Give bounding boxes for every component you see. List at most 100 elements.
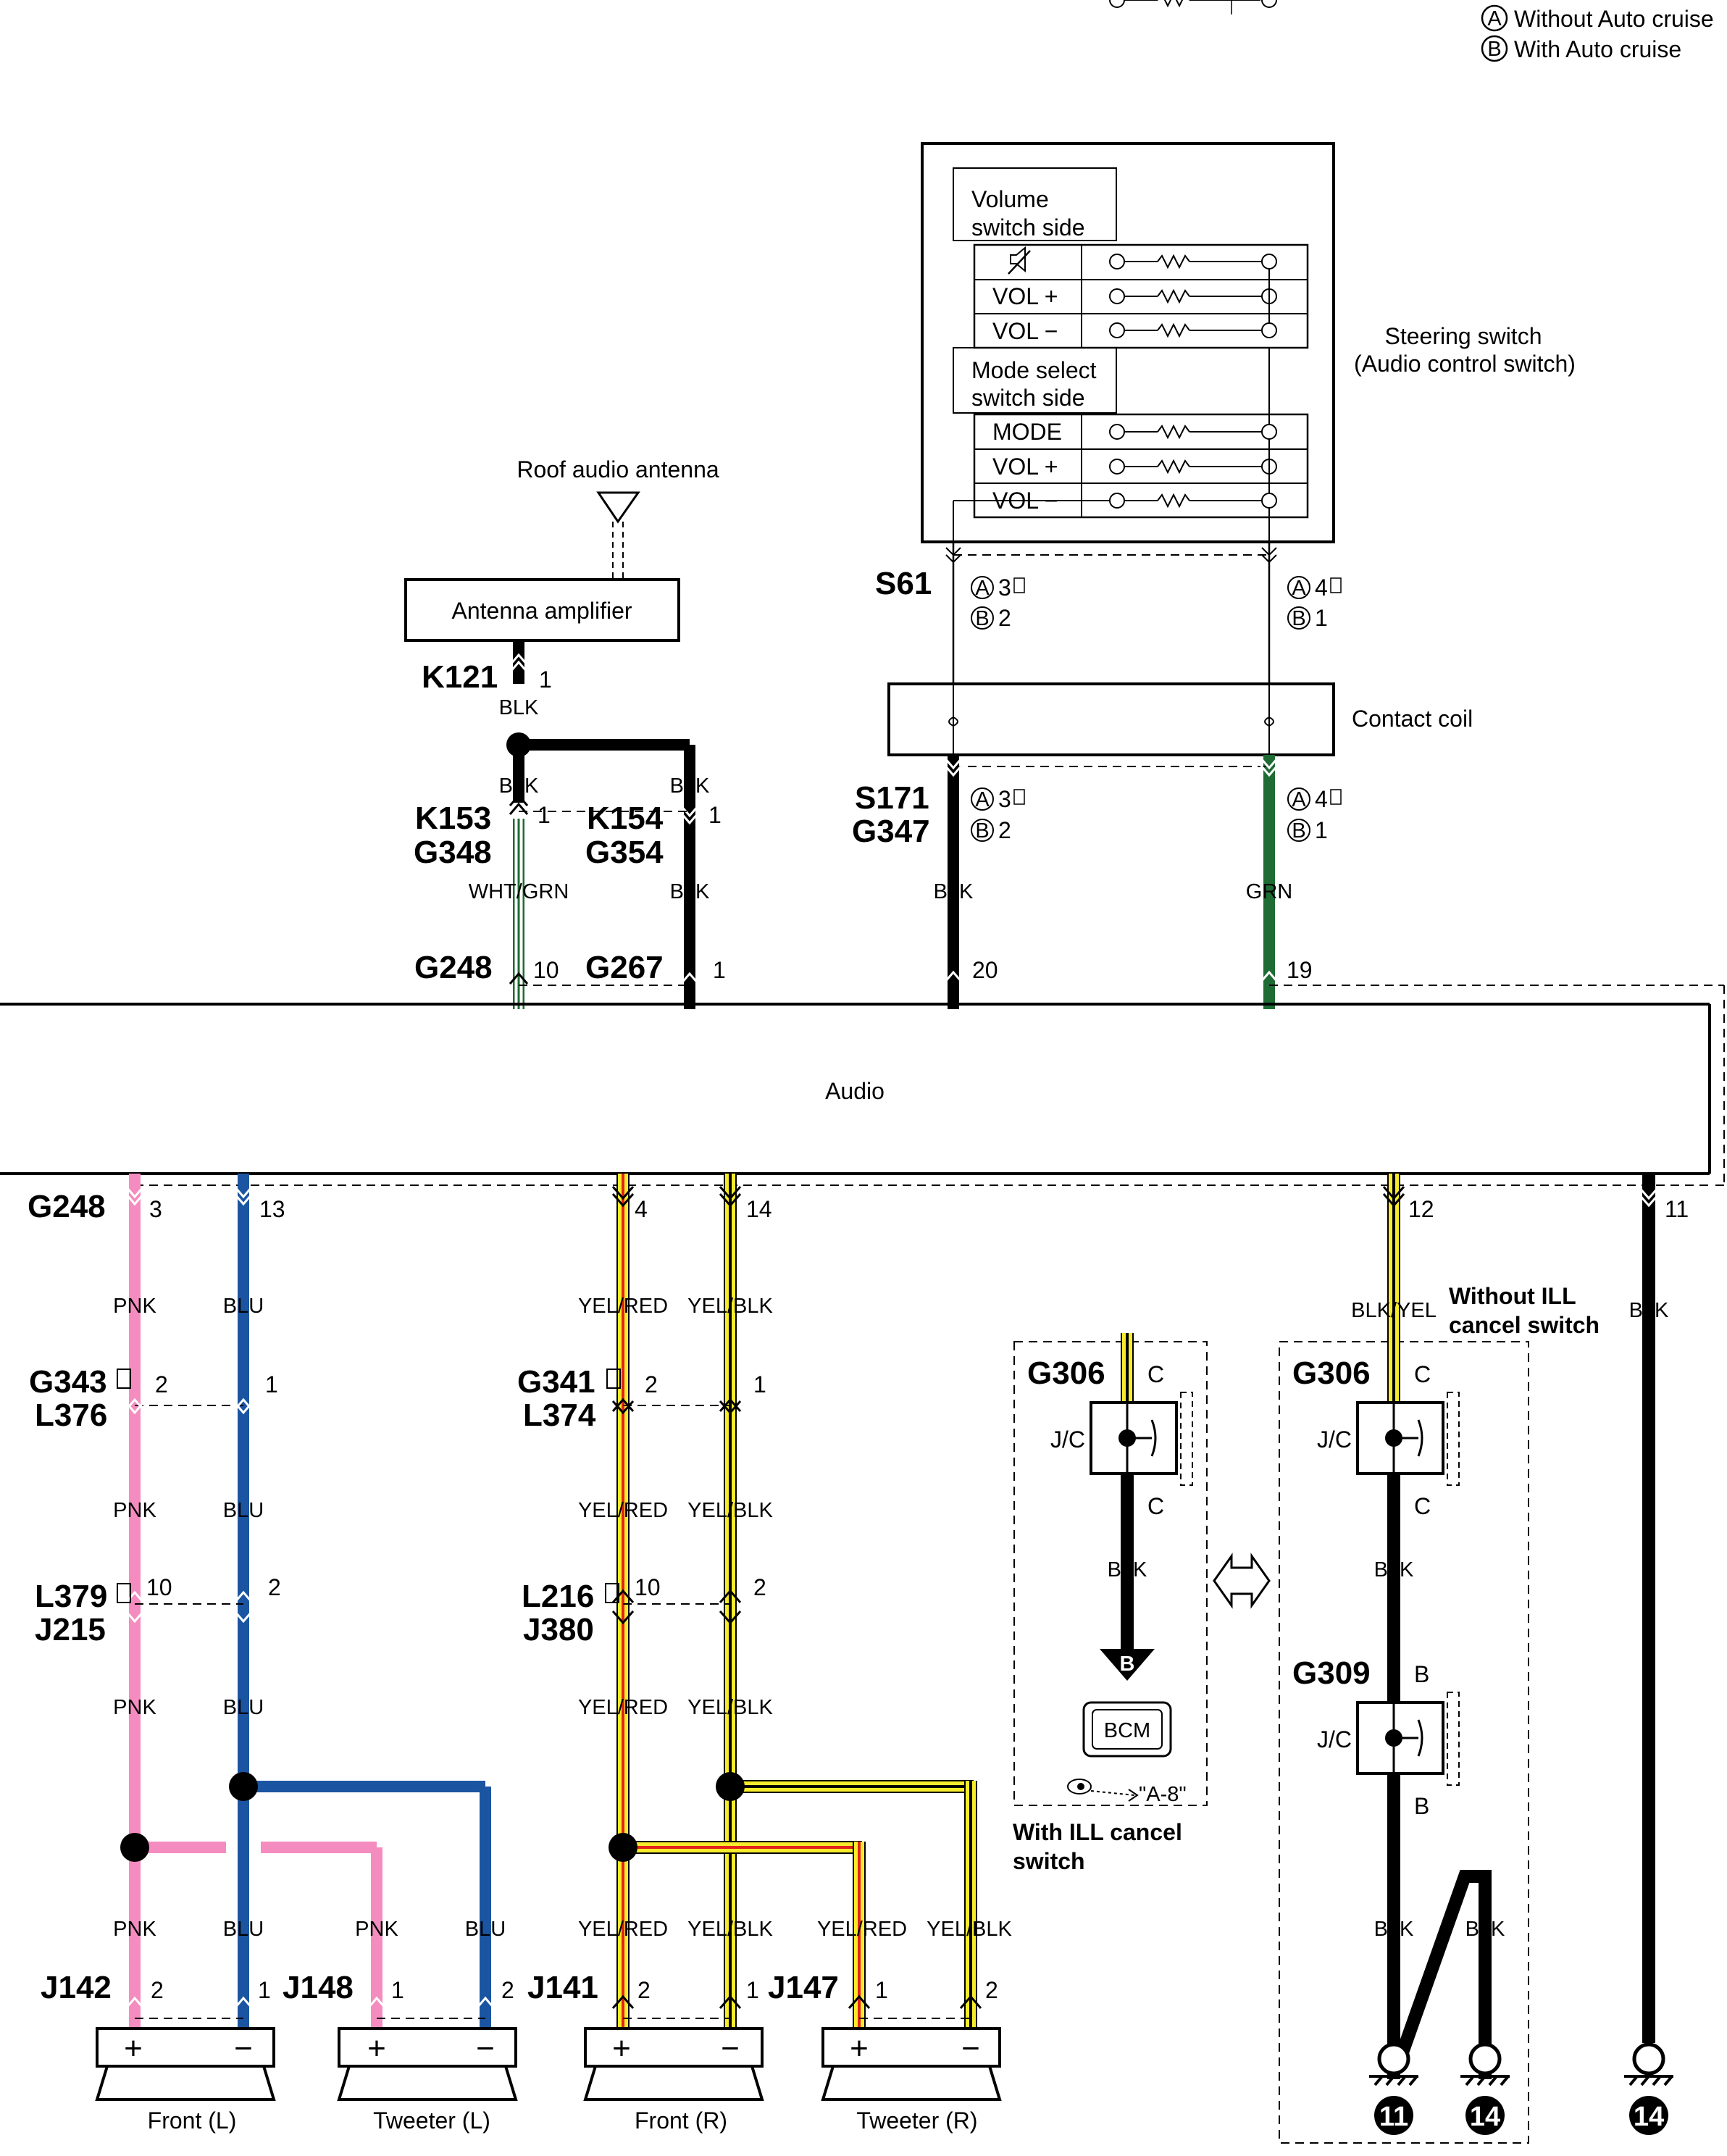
svg-text:B: B [1292, 607, 1305, 630]
wire-label-blk-k153: BLK [499, 774, 539, 798]
svg-text:12: 12 [1408, 1196, 1434, 1222]
steering-leads [945, 543, 1277, 684]
svg-text:14: 14 [746, 1196, 772, 1222]
svg-text:3: 3 [998, 786, 1011, 812]
svg-text:11: 11 [1665, 1196, 1689, 1222]
svg-text:YEL/RED: YEL/RED [578, 1295, 668, 1318]
svg-text:YEL/RED: YEL/RED [817, 1918, 907, 1941]
svg-text:2: 2 [501, 1977, 514, 2003]
svg-text:B: B [975, 607, 989, 630]
svg-text:A: A [1292, 577, 1306, 600]
svg-text:YEL/BLK: YEL/BLK [927, 1918, 1012, 1941]
left-labels: G248 3 13 PNK BLU G343 L376 2 1 PNK BLU … [28, 1189, 514, 2005]
s61-pins: A 3 B 2 A 4 B 1 [971, 574, 1342, 631]
ground-14-icon [1465, 2096, 1505, 2135]
legend-a-symbol: A [1487, 7, 1502, 30]
wire-label-blk-k121: BLK [499, 696, 539, 719]
speaker-front-r: + − Front (R) [583, 2027, 764, 2134]
svg-text:1: 1 [265, 1371, 278, 1397]
svg-text:BLU: BLU [223, 1918, 264, 1941]
pin-19: 19 [1287, 957, 1313, 983]
svg-text:PNK: PNK [113, 1295, 156, 1318]
with-ill-label-2: switch [1013, 1848, 1085, 1874]
svg-text:C: C [1414, 1493, 1431, 1519]
connector-g347: G347 [852, 814, 930, 849]
wire-label-blk-g354: BLK [670, 880, 710, 903]
svg-text:1: 1 [746, 1977, 759, 2003]
bcm-box [1082, 1701, 1172, 1758]
svg-text:YEL/BLK: YEL/BLK [687, 1499, 773, 1522]
mute-icon [1008, 246, 1031, 275]
svg-text:BLK: BLK [1374, 1558, 1414, 1582]
connector-j147: J147 [768, 1970, 839, 2005]
svg-text:BLK: BLK [1465, 1918, 1505, 1941]
svg-text:YEL/BLK: YEL/BLK [687, 1918, 773, 1941]
svg-text:B: B [975, 819, 989, 843]
wire-label-wht-grn: WHT/GRN [469, 880, 569, 903]
contact-coil: Contact coil [887, 682, 1473, 756]
speaker-front-l: + − Front (L) [95, 2027, 276, 2134]
connector-g267: G267 [585, 950, 664, 985]
svg-text:PNK: PNK [113, 1696, 156, 1719]
vol-plus-label-1: VOL + [992, 283, 1058, 309]
audio-unit: Audio [0, 1003, 1711, 1175]
svg-text:YEL/RED: YEL/RED [578, 1696, 668, 1719]
ground-14-label-b: 14 [1634, 2102, 1664, 2132]
antenna-title: Roof audio antenna [517, 456, 719, 482]
svg-text:2: 2 [998, 605, 1011, 631]
connector-g248-top: G248 [414, 950, 493, 985]
contact-coil-label: Contact coil [1352, 706, 1473, 732]
svg-text:YEL/BLK: YEL/BLK [687, 1696, 773, 1719]
svg-text:+: + [612, 2031, 631, 2066]
svg-text:1: 1 [1315, 605, 1328, 631]
svg-text:1: 1 [391, 1977, 404, 2003]
svg-text:BLK/YEL: BLK/YEL [1351, 1299, 1437, 1322]
svg-text:BLK: BLK [1108, 1558, 1147, 1582]
svg-text:BLK: BLK [1374, 1918, 1414, 1941]
right-labels: 4 14 YEL/RED YEL/BLK G341 L374 2 1 YEL/R… [517, 1196, 1012, 2005]
svg-text:J/C: J/C [1317, 1726, 1352, 1752]
ground-14b-icon [1629, 2096, 1668, 2135]
antenna-amplifier-label: Antenna amplifier [451, 598, 632, 624]
svg-text:4: 4 [1315, 786, 1328, 812]
k121-pin: 1 [539, 667, 552, 693]
svg-text:YEL/RED: YEL/RED [578, 1499, 668, 1522]
steering-title-1: Steering switch [1385, 323, 1542, 349]
connector-s61: S61 [875, 566, 932, 601]
svg-text:−: − [476, 2031, 495, 2066]
svg-text:1: 1 [1315, 817, 1328, 843]
svg-text:3: 3 [998, 574, 1011, 601]
mode-side-label-2: switch side [971, 385, 1085, 411]
svg-text:J/C: J/C [1317, 1426, 1352, 1453]
connector-l376: L376 [35, 1397, 107, 1433]
pin11-ground-wire: 11 BLK 14 [1624, 1174, 1689, 2135]
svg-text:BLU: BLU [223, 1295, 264, 1318]
volume-side-label-1: Volume [971, 186, 1049, 212]
wire-label-grn-coil: GRN [1246, 880, 1292, 903]
connector-l379: L379 [35, 1579, 107, 1614]
svg-text:2: 2 [268, 1574, 281, 1600]
svg-text:10: 10 [146, 1574, 172, 1600]
svg-text:10: 10 [635, 1574, 661, 1600]
svg-text:−: − [721, 2031, 740, 2066]
steering-title-2: (Audio control switch) [1354, 351, 1576, 377]
ground-11-label: 11 [1379, 2102, 1408, 2132]
coil-to-audio-wires [943, 755, 1724, 1009]
svg-text:YEL/BLK: YEL/BLK [687, 1295, 773, 1318]
svg-text:BLU: BLU [465, 1918, 506, 1941]
legend-a-text: Without Auto cruise [1514, 6, 1714, 32]
bcm-ref: "A-8" [1139, 1783, 1187, 1806]
right-speaker-wires [609, 1174, 982, 2028]
vol-minus-label-1: VOL − [992, 318, 1058, 344]
svg-text:+: + [124, 2031, 143, 2066]
legend-b-symbol: B [1487, 38, 1501, 61]
connector-k154: K154 [587, 801, 664, 836]
svg-text:+: + [367, 2031, 386, 2066]
svg-text:C: C [1147, 1361, 1164, 1387]
svg-text:2: 2 [151, 1977, 164, 2003]
alternate-arrow-icon [1213, 1553, 1271, 1609]
connector-g348: G348 [414, 835, 492, 870]
svg-text:B: B [1120, 1652, 1135, 1676]
svg-text:−: − [961, 2031, 980, 2066]
